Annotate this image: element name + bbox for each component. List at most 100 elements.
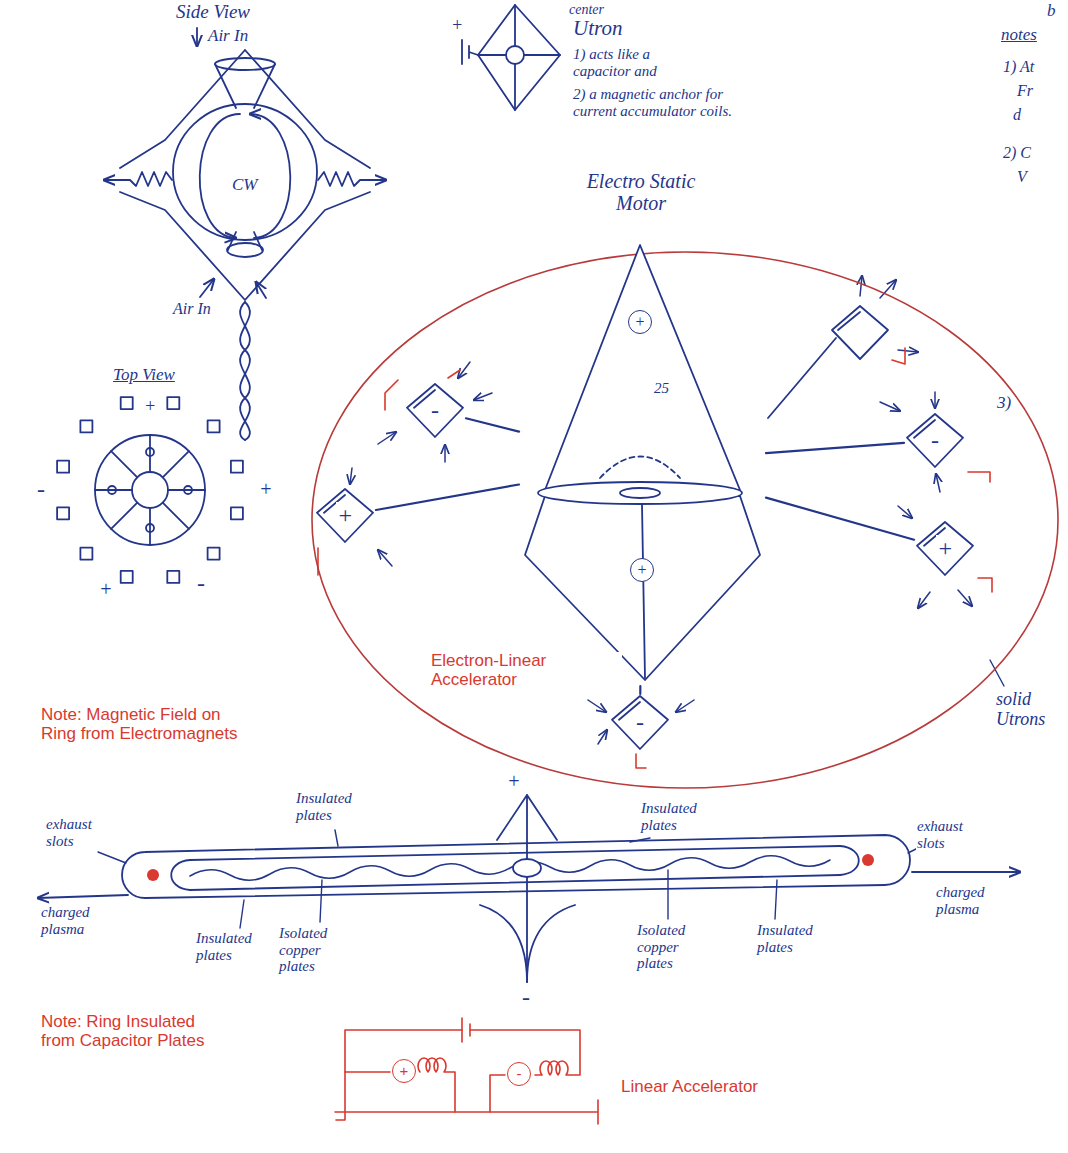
top-view-drawing <box>208 420 220 432</box>
note-text: V <box>1016 168 1028 186</box>
top-view-drawing <box>146 448 154 456</box>
utron-outline <box>612 696 668 749</box>
sketch-illustration <box>38 5 1020 982</box>
top-view-drawing <box>95 435 205 545</box>
center-utron-outline <box>520 240 765 685</box>
view-title: Top View <box>112 366 176 385</box>
top-view-drawing <box>57 507 69 519</box>
part-label: Linear Accelerator <box>620 1078 759 1097</box>
utron-outline <box>917 522 973 575</box>
air-flow-arrow <box>898 350 918 352</box>
ring-drawing <box>122 835 910 898</box>
part-name: center <box>568 2 605 17</box>
top-view-drawing <box>80 548 92 560</box>
center-utron: +25+ <box>520 240 765 685</box>
polarity-sign: + <box>392 1059 416 1083</box>
air-flow-arrow <box>378 432 396 444</box>
air-flow-arrow <box>918 592 930 608</box>
part-label: exhaust slots <box>45 816 117 849</box>
polarity-sign: + <box>143 397 157 417</box>
note-text: 1) acts like a capacitor and <box>572 46 686 79</box>
utron-outline <box>612 696 668 749</box>
side-view-drawing <box>173 104 317 240</box>
air-flow-arrow <box>936 474 940 492</box>
utron: + <box>315 488 375 543</box>
side-view-drawing <box>256 282 266 298</box>
polarity-sign: - <box>196 570 206 596</box>
part-label: charged plasma <box>935 884 1017 917</box>
side-view-drawing <box>215 64 275 108</box>
note-text: Fr <box>1016 82 1034 100</box>
utron-outline <box>407 384 463 437</box>
utron-outline <box>907 414 963 467</box>
polarity-sign: - <box>635 709 645 735</box>
utron-outline <box>907 414 963 467</box>
linear-accelerator-circuit <box>418 1058 455 1112</box>
side-view-drawing <box>215 58 275 70</box>
connector-wire <box>376 484 519 509</box>
polarity-sign: + <box>450 16 464 36</box>
center-utron-icon <box>506 46 524 64</box>
top-view-drawing <box>57 461 69 473</box>
red-bracket <box>892 348 905 364</box>
ring-drawing <box>513 859 541 877</box>
air-flow-arrow <box>598 730 607 744</box>
leader-line <box>775 880 777 919</box>
center-utron-outline <box>538 482 742 504</box>
center-utron-icon <box>478 5 560 110</box>
air-flow-arrow <box>350 468 352 484</box>
note-text: b <box>1046 2 1057 21</box>
side-view-drawing <box>196 28 198 46</box>
top-view-drawing <box>121 397 133 409</box>
polarity-sign: + <box>936 535 954 561</box>
polarity-sign: + <box>258 478 274 500</box>
polarity-sign: + <box>506 770 522 792</box>
part-name: Utron <box>572 17 623 40</box>
polarity-sign: - <box>36 476 46 502</box>
connector-wire <box>766 443 904 453</box>
top-view-drawing <box>146 524 154 532</box>
polarity-sign: + <box>98 578 114 600</box>
plasma-exhaust-arrow <box>912 871 1020 873</box>
utron-symbol <box>838 312 860 330</box>
air-flow-arrow <box>474 393 492 400</box>
utron: - <box>905 413 965 468</box>
side-view-drawing <box>240 302 250 440</box>
utron-symbol <box>768 338 836 418</box>
part-label: Isolated copper plates <box>636 922 703 972</box>
side-view-drawing <box>227 243 263 257</box>
red-bracket <box>968 472 990 482</box>
ring-drawing <box>190 846 840 890</box>
red-bracket <box>448 370 460 378</box>
top-view-drawing <box>95 435 205 545</box>
connector-wire <box>639 686 641 694</box>
center-utron-outline <box>525 245 760 680</box>
red-bracket <box>978 578 992 592</box>
annotation-note: Note: Magnetic Field on Ring from Electr… <box>40 706 247 743</box>
ring-drawing <box>171 846 859 890</box>
ring-drawing <box>122 795 910 982</box>
side-view-drawing <box>104 28 386 440</box>
utron-outline <box>917 522 973 575</box>
note-text: 2) a magnetic anchor for current accumul… <box>572 86 752 119</box>
ring-drawing <box>190 856 830 881</box>
top-view-drawing <box>121 571 133 583</box>
side-view-drawing <box>120 50 370 300</box>
region-label: Electron-Linear Accelerator <box>430 652 622 689</box>
red-bracket <box>636 754 646 768</box>
leader-line <box>98 660 1004 928</box>
leader-line <box>630 838 650 842</box>
motor-title: Electro Static Motor <box>570 170 712 214</box>
top-view-drawing <box>167 571 179 583</box>
part-label: exhaust slots <box>916 818 988 851</box>
note-text: d <box>1012 106 1022 124</box>
annotation-note: Note: Ring Insulated from Capacitor Plat… <box>40 1013 232 1050</box>
top-view-drawing <box>57 397 243 583</box>
connector-wire <box>466 418 519 431</box>
air-flow-arrow <box>958 590 972 606</box>
top-view-drawing <box>208 548 220 560</box>
center-utron-icon <box>462 40 478 64</box>
note-heading: notes <box>1000 26 1038 45</box>
